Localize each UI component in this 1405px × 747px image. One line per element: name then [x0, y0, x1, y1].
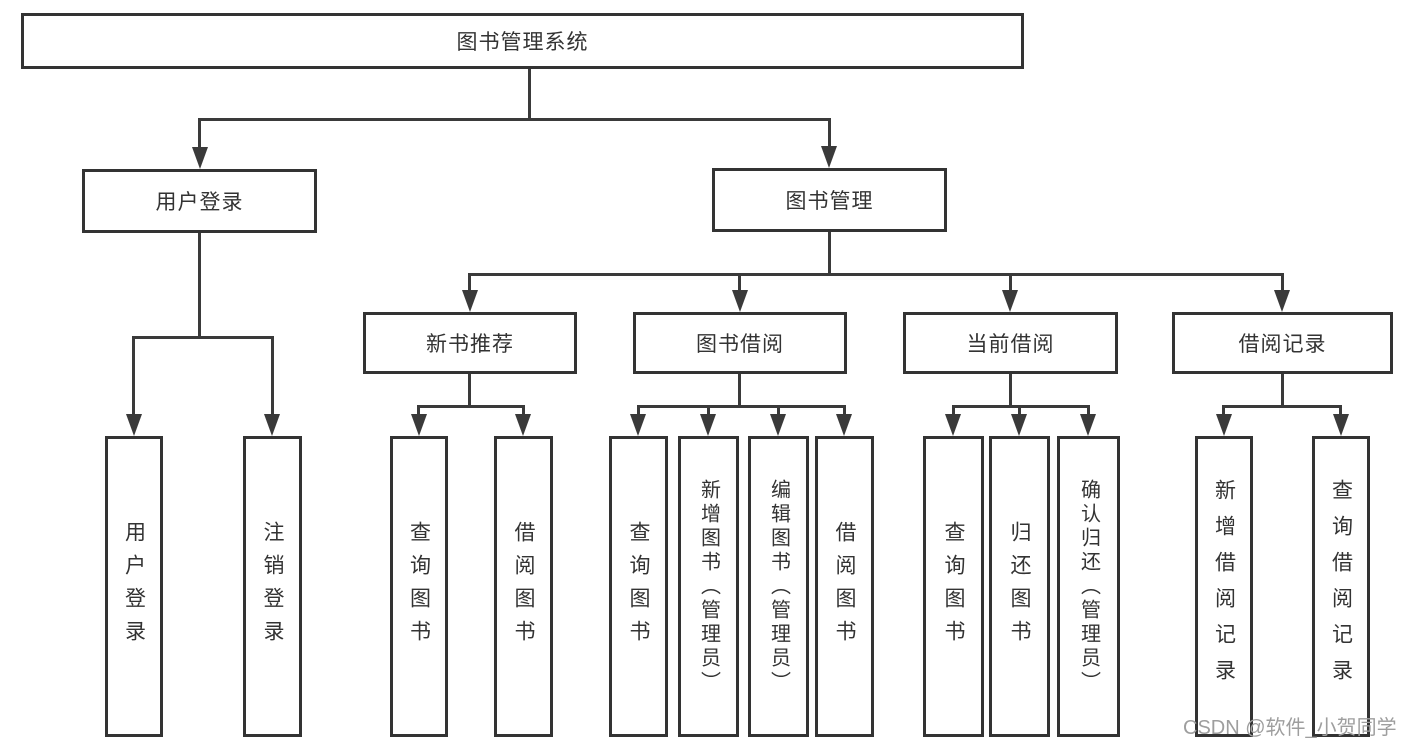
arrow-down-icon: [630, 414, 646, 436]
connector-vline: [777, 405, 780, 416]
leaf-query-books-3-label: 查询图书: [942, 520, 965, 653]
arrow-down-icon: [462, 290, 478, 312]
connector-vline: [843, 405, 846, 416]
connector-vline: [417, 405, 420, 416]
connector-hline: [417, 405, 525, 408]
node-new-book-recommend-label: 新书推荐: [426, 333, 514, 356]
connector-vline: [198, 233, 201, 339]
arrow-down-icon: [1002, 290, 1018, 312]
arrow-down-icon: [732, 290, 748, 312]
leaf-confirm-return-admin-label: 确认归还（管理员）: [1077, 478, 1100, 695]
connector-vline: [132, 336, 135, 416]
connector-vline: [528, 69, 531, 120]
watermark: CSDN @软件_小贺同学: [1183, 717, 1397, 739]
leaf-edit-book-admin-label: 编辑图书（管理员）: [767, 478, 790, 695]
leaf-borrow-books-1: 借阅图书: [494, 436, 553, 737]
arrow-down-icon: [1216, 414, 1232, 436]
arrow-down-icon: [264, 414, 280, 436]
leaf-logout: 注销登录: [243, 436, 302, 737]
node-borrow-records-label: 借阅记录: [1238, 333, 1327, 356]
connector-vline: [1339, 405, 1342, 416]
connector-hline: [1222, 405, 1342, 408]
arrow-down-icon: [1274, 290, 1290, 312]
arrow-down-icon: [836, 414, 852, 436]
arrow-down-icon: [1080, 414, 1096, 436]
connector-vline: [707, 405, 710, 416]
leaf-add-book-admin: 新增图书（管理员）: [678, 436, 739, 737]
arrow-down-icon: [945, 414, 961, 436]
arrow-down-icon: [126, 414, 142, 436]
connector-vline: [1222, 405, 1225, 416]
arrow-down-icon: [411, 414, 427, 436]
leaf-add-book-admin-label: 新增图书（管理员）: [697, 478, 720, 695]
connector-vline: [522, 405, 525, 416]
leaf-query-books-1: 查询图书: [390, 436, 448, 737]
connector-hline: [952, 405, 1090, 408]
leaf-add-borrow-record: 新增借阅记录: [1195, 436, 1253, 737]
connector-vline: [828, 232, 831, 276]
connector-hline: [637, 405, 846, 408]
arrow-down-icon: [821, 146, 837, 168]
leaf-user-login-label: 用户登录: [122, 520, 146, 653]
connector-vline: [828, 118, 831, 148]
leaf-query-books-1-label: 查询图书: [407, 520, 431, 653]
connector-vline: [1018, 405, 1021, 416]
connector-vline: [952, 405, 955, 416]
connector-vline: [637, 405, 640, 416]
connector-hline: [468, 273, 1284, 276]
arrow-down-icon: [1333, 414, 1349, 436]
node-user-login: 用户登录: [82, 169, 317, 233]
arrow-down-icon: [192, 147, 208, 169]
leaf-borrow-books-2-label: 借阅图书: [833, 520, 856, 653]
leaf-borrow-books-1-label: 借阅图书: [512, 520, 535, 653]
node-book-management-label: 图书管理: [785, 190, 874, 213]
connector-vline: [198, 118, 201, 149]
connector-vline: [738, 374, 741, 408]
node-book-borrow: 图书借阅: [633, 312, 847, 374]
node-borrow-records: 借阅记录: [1172, 312, 1393, 374]
connector-vline: [271, 336, 274, 416]
arrow-down-icon: [700, 414, 716, 436]
arrow-down-icon: [1011, 414, 1027, 436]
node-book-borrow-label: 图书借阅: [696, 333, 784, 356]
connector-vline: [1281, 273, 1284, 292]
leaf-query-borrow-record: 查询借阅记录: [1312, 436, 1370, 737]
connector-vline: [1281, 374, 1284, 408]
arrow-down-icon: [515, 414, 531, 436]
leaf-query-borrow-record-label: 查询借阅记录: [1329, 478, 1353, 695]
node-root-label: 图书管理系统: [456, 31, 589, 54]
leaf-user-login: 用户登录: [105, 436, 163, 737]
leaf-query-books-2: 查询图书: [609, 436, 668, 737]
leaf-edit-book-admin: 编辑图书（管理员）: [748, 436, 809, 737]
leaf-confirm-return-admin: 确认归还（管理员）: [1057, 436, 1120, 737]
connector-vline: [1087, 405, 1090, 416]
connector-vline: [738, 273, 741, 292]
connector-vline: [468, 374, 471, 408]
leaf-borrow-books-2: 借阅图书: [815, 436, 874, 737]
leaf-query-books-3: 查询图书: [923, 436, 984, 737]
connector-vline: [1009, 273, 1012, 292]
node-root: 图书管理系统: [21, 13, 1024, 69]
node-user-login-label: 用户登录: [155, 191, 244, 214]
connector-vline: [468, 273, 471, 292]
leaf-query-books-2-label: 查询图书: [627, 520, 650, 653]
leaf-add-borrow-record-label: 新增借阅记录: [1212, 478, 1236, 695]
leaf-return-book: 归还图书: [989, 436, 1050, 737]
node-new-book-recommend: 新书推荐: [363, 312, 577, 374]
connector-hline: [198, 118, 831, 121]
node-book-management: 图书管理: [712, 168, 947, 232]
leaf-logout-label: 注销登录: [261, 520, 284, 653]
connector-vline: [1009, 374, 1012, 408]
leaf-return-book-label: 归还图书: [1008, 520, 1031, 653]
node-current-borrow-label: 当前借阅: [966, 333, 1055, 356]
node-current-borrow: 当前借阅: [903, 312, 1118, 374]
connector-hline: [132, 336, 274, 339]
arrow-down-icon: [770, 414, 786, 436]
